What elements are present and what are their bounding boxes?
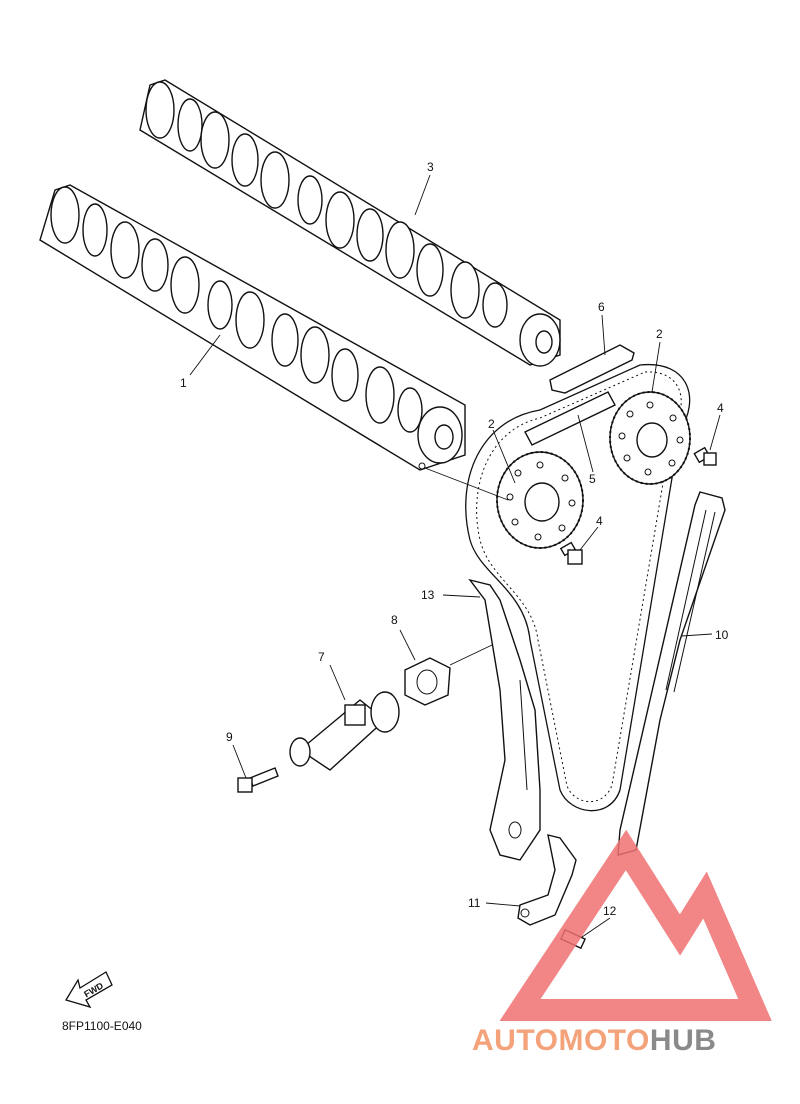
watermark-text: AUTOMOTOHUB <box>472 1024 716 1058</box>
callout-2-left: 2 <box>488 417 495 431</box>
callout-12: 12 <box>603 904 617 918</box>
camshaft-intake <box>39 184 466 471</box>
chain-guide-upper <box>549 344 635 394</box>
tensioner-bolt <box>237 767 279 793</box>
cam-sprocket-left <box>496 451 584 549</box>
callout-1: 1 <box>180 376 187 390</box>
callout-4-left: 4 <box>596 514 603 528</box>
callout-6: 6 <box>598 300 605 314</box>
diagram-code: 8FP1100-E040 <box>62 1019 142 1033</box>
callout-5: 5 <box>589 472 596 486</box>
callout-8: 8 <box>391 613 398 627</box>
callout-3: 3 <box>427 160 434 174</box>
callout-13: 13 <box>421 588 435 602</box>
camshaft-exhaust <box>139 79 561 367</box>
callout-9: 9 <box>226 730 233 744</box>
leader-lines <box>189 174 721 938</box>
callout-10: 10 <box>715 628 729 642</box>
chain-guide-right <box>617 491 726 856</box>
tensioner-guide <box>468 578 541 861</box>
guide-bracket <box>517 834 577 926</box>
cam-sprocket-right <box>609 391 691 485</box>
cam-chain <box>465 364 691 812</box>
callout-4-right: 4 <box>717 401 724 415</box>
tensioner-gasket <box>404 657 451 706</box>
callout-7: 7 <box>318 650 325 664</box>
bolt-right <box>693 446 717 466</box>
chain-link-section <box>524 391 616 446</box>
forward-arrow-icon: FWD <box>65 971 113 1009</box>
callout-11: 11 <box>468 896 481 910</box>
watermark-part1: AUTOMOTO <box>472 1024 650 1057</box>
automotohub-logo-icon <box>499 829 772 1021</box>
callout-2-right: 2 <box>656 327 663 341</box>
watermark-part2: HUB <box>649 1024 717 1057</box>
bolt-left <box>559 541 583 565</box>
cam-chain-tensioner <box>289 691 400 771</box>
